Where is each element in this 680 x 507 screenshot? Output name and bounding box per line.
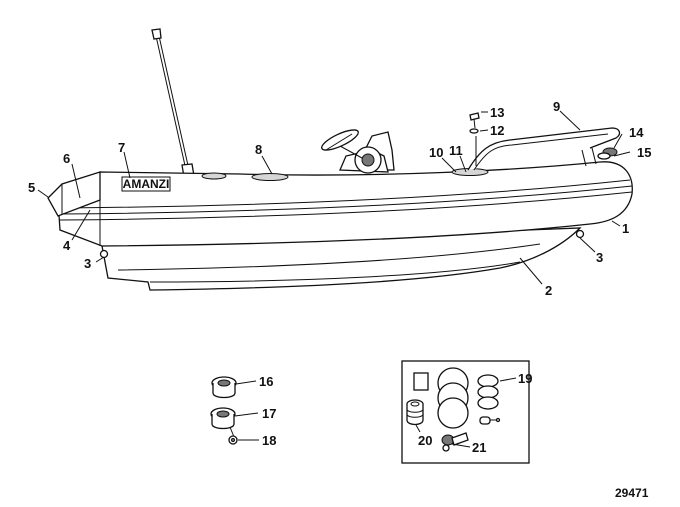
- callout-3-bow: 3: [84, 256, 91, 271]
- inflatable-tube: [57, 161, 633, 247]
- antenna: [151, 28, 195, 178]
- washer: [469, 128, 479, 134]
- callout-3-stern: 3: [596, 250, 603, 265]
- valve-16: [211, 376, 237, 399]
- callout-19: 19: [518, 371, 532, 386]
- inflatable-boat: [47, 28, 633, 291]
- valve-17: [210, 407, 236, 430]
- callout-10: 10: [429, 145, 443, 160]
- glue-tube: [479, 416, 501, 425]
- callout-14: 14: [629, 125, 644, 140]
- stern-fitting: [597, 147, 618, 160]
- callout-17: 17: [262, 406, 276, 421]
- callout-21: 21: [472, 440, 486, 455]
- screw-fastener: [469, 112, 480, 129]
- brand-decal: AMANZI: [121, 176, 171, 192]
- figure-number: 29471: [615, 486, 649, 500]
- callout-16: 16: [259, 374, 273, 389]
- brand-label: AMANZI: [123, 177, 170, 191]
- callout-2: 2: [545, 283, 552, 298]
- callout-20: 20: [418, 433, 432, 448]
- callout-7: 7: [118, 140, 125, 155]
- callout-4: 4: [63, 238, 71, 253]
- callout-9: 9: [553, 99, 560, 114]
- valve-tool-21: [441, 432, 469, 452]
- callout-11: 11: [449, 143, 463, 158]
- grab-rail: [467, 127, 621, 171]
- callout-18: 18: [262, 433, 276, 448]
- callout-12: 12: [490, 123, 504, 138]
- callout-5: 5: [28, 180, 35, 195]
- callout-6: 6: [63, 151, 70, 166]
- callout-8: 8: [255, 142, 262, 157]
- callout-numbers: 1 2 3 3 4 5 6 7 8 9 10 11 12 13 14 15 16…: [28, 99, 651, 455]
- valve-cap-18: [228, 426, 238, 445]
- adhesive-roll-20: [406, 399, 424, 426]
- callout-15: 15: [637, 145, 651, 160]
- steering-console: [321, 129, 395, 174]
- valve-parts: [210, 376, 238, 445]
- leader-lines: [37, 110, 631, 448]
- callout-1: 1: [622, 221, 629, 236]
- callout-13: 13: [490, 105, 504, 120]
